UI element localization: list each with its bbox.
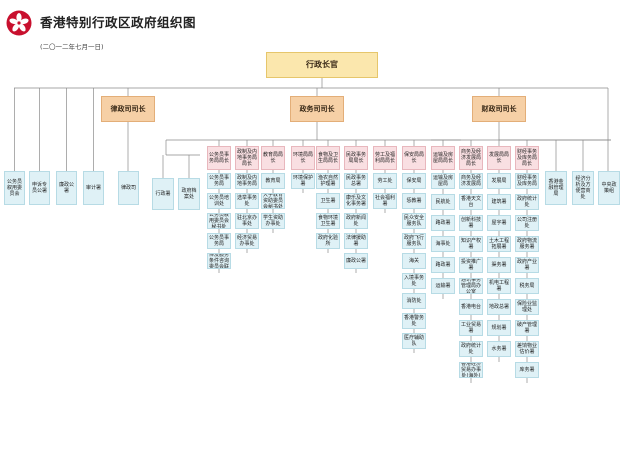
finance-department-box: 政府统计处: [459, 341, 483, 357]
finance-department-box: 香港电台: [459, 299, 483, 315]
admin-department-box: 社会福利署: [373, 193, 397, 209]
finance-department-box: 路政署: [431, 257, 455, 273]
finance-bureau-box: 发展局局长: [487, 146, 511, 170]
finance-department-box: 规划署: [487, 320, 511, 336]
finance-department-box: 机电工程署: [487, 278, 511, 294]
admin-department-box: 康乐及文化事务署: [344, 193, 368, 209]
finance-department-box: 香港经济贸易办事处(海外): [459, 362, 483, 378]
finance-department-box: 渠务署: [487, 257, 511, 273]
finance-department-box: 地政总署: [487, 299, 511, 315]
finance-department-box: 通讯事务管理局办公室: [459, 278, 483, 294]
admin-office-box: 政府档案处: [178, 178, 200, 210]
finance-bureau-box: 商务及经济发展局局长: [459, 146, 483, 170]
finance-department-box: 香港天文台: [459, 194, 483, 210]
chart-date: (二〇一二年七月一日): [40, 43, 104, 51]
admin-bureau-box: 保安局局长: [402, 146, 426, 170]
finance-department-box: 税务局: [515, 278, 539, 294]
admin-department-box: 驻北京办事处: [235, 213, 259, 229]
finance-direct-unit-box: 香港金融管理局: [545, 171, 567, 205]
page-title: 香港特别行政区政府组织图: [40, 15, 197, 30]
admin-department-box: 保安局: [402, 173, 426, 189]
finance-department-box: 运输署: [431, 278, 455, 294]
finance-department-box: 屋宇署: [487, 215, 511, 231]
finance-department-box: 投资推广署: [459, 257, 483, 273]
admin-bureau-box: 公务员事务局局长: [207, 146, 231, 170]
justice-department-box: 律政司: [118, 171, 139, 205]
admin-department-box: 政府飞行服务队: [402, 233, 426, 249]
admin-department-box: 学生资助办事处: [261, 213, 285, 229]
finance-department-box: 差饷物业估价署: [515, 341, 539, 357]
admin-department-box: 大学教育资助委员会秘书处: [261, 193, 285, 209]
finance-department-box: 创新科技署: [459, 215, 483, 231]
admin-department-box: 公务员薪俸及服务条件咨询委员会联合秘书处: [207, 253, 231, 269]
finance-department-box: 政府产业署: [515, 257, 539, 273]
finance-department-box: 财经事务及库务局: [515, 173, 539, 189]
admin-department-box: 政府新闻处: [344, 213, 368, 229]
finance-department-box: 发展局: [487, 173, 511, 189]
admin-department-box: 环境保护署: [291, 173, 315, 189]
admin-bureau-box: 政制及内地事务局局长: [235, 146, 259, 170]
admin-bureau-box: 食物及卫生局局长: [316, 146, 340, 170]
secretary-finance-box: 财政司司长: [472, 96, 526, 122]
chief-unit-box: 申诉专员公署: [29, 171, 50, 205]
finance-department-box: 商务及经济发展局: [459, 173, 483, 189]
admin-department-box: 公务员培训处: [207, 193, 231, 209]
admin-department-box: 入境事务处: [402, 273, 426, 289]
admin-bureau-box: 民政事务局局长: [344, 146, 368, 170]
admin-department-box: 经济贸易办事处: [235, 233, 259, 249]
central-policy-unit-box: 中央政策组: [598, 171, 620, 205]
header: 香港特别行政区政府组织图 (二〇一二年七月一日): [0, 0, 640, 60]
admin-department-box: 惩教署: [402, 193, 426, 209]
finance-direct-unit-box: 经济分析及方便营商处: [572, 171, 594, 205]
chief-unit-box: 廉政公署: [56, 171, 77, 205]
admin-department-box: 民政事务总署: [344, 173, 368, 189]
chief-unit-box: 公务员叙用委员会: [4, 171, 25, 205]
admin-department-box: 公务员叙用委员会秘书处: [207, 213, 231, 229]
admin-office-box: 行政署: [152, 178, 174, 210]
admin-department-box: 法律援助署: [344, 233, 368, 249]
admin-department-box: 渔农自然护理署: [316, 173, 340, 189]
finance-department-box: 海事处: [431, 236, 455, 252]
hksar-emblem-icon: [6, 10, 32, 36]
admin-department-box: 政府化验所: [316, 233, 340, 249]
admin-bureau-box: 劳工及福利局局长: [373, 146, 397, 170]
admin-department-box: 劳工处: [373, 173, 397, 189]
admin-department-box: 民众安全服务队: [402, 213, 426, 229]
chief-executive-box: 行政长官: [266, 52, 378, 78]
admin-department-box: 政制及内地事务局: [235, 173, 259, 189]
finance-bureau-box: 财经事务及库务局局长: [515, 146, 539, 170]
secretary-admin-box: 政务司司长: [290, 96, 344, 122]
admin-department-box: 食物环境卫生署: [316, 213, 340, 229]
admin-department-box: 教育局: [261, 173, 285, 189]
finance-department-box: 破产管理署: [515, 320, 539, 336]
finance-department-box: 公司注册处: [515, 215, 539, 231]
admin-department-box: 香港警务处: [402, 313, 426, 329]
finance-department-box: 库务署: [515, 362, 539, 378]
finance-department-box: 土木工程拓展署: [487, 236, 511, 252]
admin-bureau-box: 环境局局长: [291, 146, 315, 170]
chief-unit-box: 审计署: [83, 171, 104, 205]
finance-department-box: 民航处: [431, 194, 455, 210]
admin-department-box: 医疗辅助队: [402, 333, 426, 349]
admin-bureau-box: 教育局局长: [261, 146, 285, 170]
admin-department-box: 选举事务处: [235, 193, 259, 209]
admin-department-box: 公务员事务局: [207, 233, 231, 249]
finance-department-box: 建筑署: [487, 194, 511, 210]
finance-department-box: 运输及房屋局: [431, 173, 455, 189]
secretary-justice-box: 律政司司长: [101, 96, 155, 122]
finance-department-box: 路政署: [431, 215, 455, 231]
finance-department-box: 工业贸易署: [459, 320, 483, 336]
admin-department-box: 消防处: [402, 293, 426, 309]
finance-department-box: 水务署: [487, 341, 511, 357]
admin-department-box: 公务员事务局: [207, 173, 231, 189]
admin-department-box: 卫生署: [316, 193, 340, 209]
finance-department-box: 政府物流服务署: [515, 236, 539, 252]
finance-department-box: 保险业监理处: [515, 299, 539, 315]
admin-department-box: 海关: [402, 253, 426, 269]
finance-bureau-box: 运输及房屋局局长: [431, 146, 455, 170]
finance-department-box: 政府统计处: [515, 194, 539, 210]
admin-department-box: 廉政公署: [344, 253, 368, 269]
finance-department-box: 知识产权署: [459, 236, 483, 252]
